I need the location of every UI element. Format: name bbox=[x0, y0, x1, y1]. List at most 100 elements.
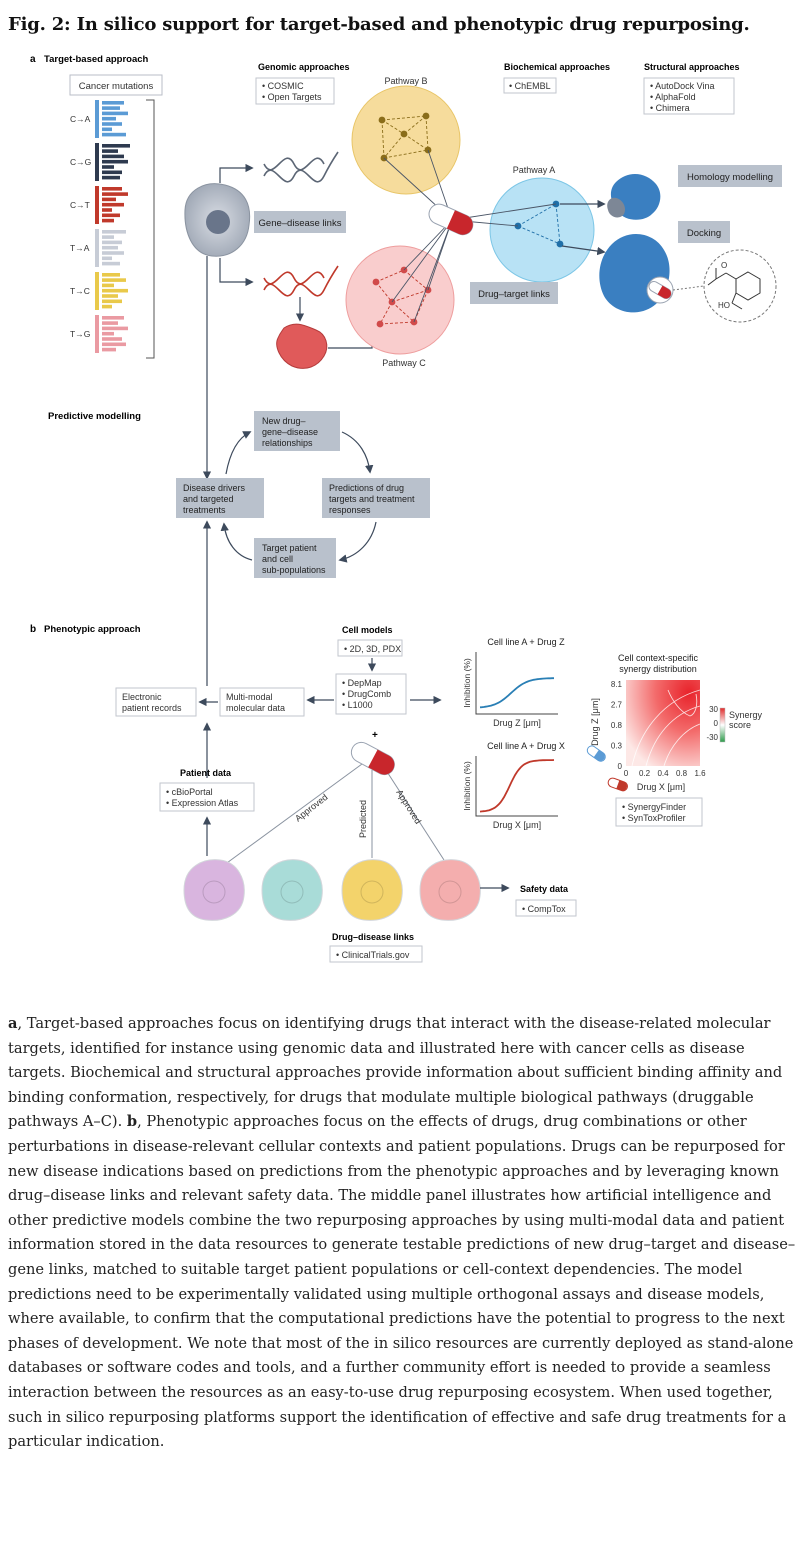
colorbar-label-line: Synergy bbox=[729, 710, 763, 720]
pathway-c-network bbox=[375, 269, 429, 325]
mutation-bar bbox=[102, 230, 126, 234]
patient-cell-icon bbox=[419, 859, 481, 921]
electronic-records-line: Electronic bbox=[122, 692, 162, 702]
heatmap-x-tick: 1.6 bbox=[694, 769, 706, 778]
disease-drivers-line: and targeted bbox=[183, 494, 234, 504]
disease-drivers-line: Disease drivers bbox=[183, 483, 246, 493]
heatmap-x-tick: 0.8 bbox=[676, 769, 688, 778]
mutation-type-label: C→A bbox=[70, 114, 91, 124]
new-relationships-line: New drug– bbox=[262, 416, 306, 426]
arrow-pathway-a-docking bbox=[561, 245, 606, 256]
mutation-type-label: T→G bbox=[70, 329, 90, 339]
chart-x-axes bbox=[475, 756, 558, 817]
mutation-group-marker bbox=[95, 229, 99, 267]
mutation-bar bbox=[102, 316, 124, 320]
heatmap-y-tick: 0 bbox=[618, 762, 623, 771]
mutations-bracket bbox=[146, 99, 155, 359]
mutation-bar bbox=[102, 197, 116, 202]
disease-cell bbox=[184, 183, 251, 257]
mutated-protein-icon bbox=[276, 323, 328, 369]
genomic-heading: Genomic approaches bbox=[258, 62, 350, 72]
colorbar-tick: 0 bbox=[714, 719, 719, 728]
homology-modelling-label: Homology modelling bbox=[687, 172, 773, 183]
drug-disease-links-item: • ClinicalTrials.gov bbox=[336, 950, 410, 960]
docking-protein-icon bbox=[599, 233, 674, 313]
pathway-a-label: Pathway A bbox=[513, 165, 556, 175]
mutation-group-marker bbox=[95, 272, 99, 310]
mutation-group-marker bbox=[95, 100, 99, 138]
target-patient-line: Target patient bbox=[262, 543, 317, 553]
predictions-line: responses bbox=[329, 505, 371, 515]
patient-cell-icon bbox=[183, 859, 245, 921]
multimodal-line: molecular data bbox=[226, 703, 285, 713]
mutation-bar bbox=[102, 175, 120, 180]
chart-x-xlabel: Drug X [μm] bbox=[493, 820, 541, 830]
plus-sign: + bbox=[372, 730, 378, 741]
edge-label-approved: Approved bbox=[293, 792, 330, 824]
pathway-b-network bbox=[381, 115, 429, 159]
molecule-inset bbox=[703, 249, 777, 323]
patient-data-heading: Patient data bbox=[180, 768, 232, 778]
mutation-bar bbox=[102, 331, 114, 336]
target-patient-line: sub-populations bbox=[262, 565, 326, 575]
synergy-tools-box bbox=[615, 797, 703, 827]
predictive-title: Predictive modelling bbox=[48, 411, 141, 422]
structural-item: • Chimera bbox=[650, 103, 690, 113]
edge-label-approved: Approved bbox=[394, 788, 423, 826]
electronic-records-line: patient records bbox=[122, 703, 182, 713]
mutation-bar bbox=[102, 278, 126, 282]
mutation-bar bbox=[102, 342, 126, 347]
target-patient-box bbox=[254, 538, 336, 578]
pathway-b-label: Pathway B bbox=[384, 76, 427, 86]
electronic-records-box bbox=[115, 687, 197, 717]
mutation-group-marker bbox=[95, 143, 99, 181]
caption-b-text: , Phenotypic approaches focus on the eff… bbox=[8, 1113, 796, 1451]
panel-b-label: b bbox=[30, 624, 36, 635]
mutation-bar bbox=[102, 299, 122, 304]
arrow-to-dna-top bbox=[219, 163, 254, 183]
mutation-bar bbox=[102, 202, 124, 207]
mutation-bar bbox=[102, 288, 128, 293]
structural-item: • AutoDock Vina bbox=[650, 81, 715, 91]
biochemical-heading: Biochemical approaches bbox=[504, 62, 610, 72]
cancer-mutations-box bbox=[69, 74, 163, 96]
mutation-bar bbox=[102, 127, 112, 132]
patient-data-item: • Expression Atlas bbox=[166, 798, 239, 808]
chart-x-curve bbox=[479, 759, 555, 813]
new-relationships-box bbox=[254, 411, 340, 451]
heatmap-y-tick: 0.8 bbox=[611, 721, 623, 730]
heatmap-y-tick: 2.7 bbox=[611, 701, 623, 710]
mutation-type-label: T→A bbox=[70, 243, 90, 253]
colorbar-tick: -30 bbox=[706, 733, 718, 742]
mutation-bar bbox=[102, 170, 122, 175]
resource-item: • DrugComb bbox=[342, 689, 391, 699]
biochemical-item: • ChEMBL bbox=[509, 81, 551, 91]
mutation-bar bbox=[102, 235, 114, 239]
genomic-box bbox=[255, 77, 335, 105]
pathway-c-circle bbox=[345, 245, 455, 355]
mutation-bar bbox=[102, 149, 118, 153]
mutation-bar bbox=[102, 187, 122, 191]
drug-target-links-label: Drug–target links bbox=[478, 289, 550, 300]
heatmap-ylabel: Drug Z [μm] bbox=[590, 698, 600, 746]
mutation-type-label: T→C bbox=[70, 286, 90, 296]
homology-modelling-box bbox=[678, 165, 782, 187]
resource-item: • DepMap bbox=[342, 678, 382, 688]
heatmap-x-tick: 0 bbox=[624, 769, 629, 778]
patient-cell-icon bbox=[261, 859, 323, 921]
mutation-bar bbox=[102, 240, 122, 245]
mutation-bar bbox=[102, 218, 114, 223]
mutation-bar bbox=[102, 165, 114, 169]
structural-heading: Structural approaches bbox=[644, 62, 740, 72]
mutation-bar bbox=[102, 347, 116, 352]
mutation-bar bbox=[102, 116, 116, 121]
mutation-group-marker bbox=[95, 315, 99, 353]
panel-a-label: a bbox=[30, 54, 36, 65]
resource-item: • L1000 bbox=[342, 700, 373, 710]
heatmap-contours bbox=[631, 689, 701, 767]
mutation-bar bbox=[102, 192, 128, 196]
chart-z-curve bbox=[479, 677, 554, 709]
cancer-mutations-label: Cancer mutations bbox=[79, 81, 154, 92]
heatmap-xlabel: Drug X [μm] bbox=[637, 782, 685, 792]
disease-drivers-line: treatments bbox=[183, 505, 226, 515]
